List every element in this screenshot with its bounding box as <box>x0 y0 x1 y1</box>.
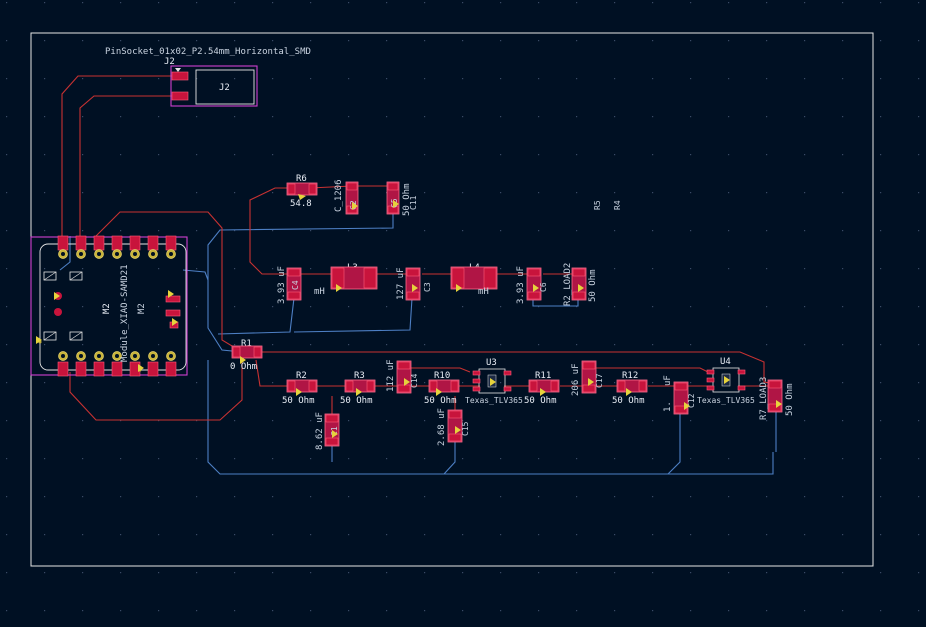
back-copper-traces[interactable] <box>59 213 777 475</box>
footprint-c-3-93-b[interactable]: 3.93 uF <box>516 266 542 304</box>
r12-reference: R12 <box>622 371 638 381</box>
r2-value: 50 Ohm <box>282 396 315 406</box>
c-8-62-value: 8.62 uF <box>315 412 325 450</box>
c-112-value: 112 uF <box>386 359 396 392</box>
c-1x-value: 1. <box>663 401 673 412</box>
footprint-c-1x[interactable]: 1. uF <box>663 375 689 415</box>
footprint-c-112[interactable]: 112 uF <box>386 359 412 394</box>
ref-label: C1 <box>330 426 339 436</box>
footprint-m2[interactable]: Module_XIAO-SAMD21 M2 M2 <box>30 235 188 377</box>
r2-reference: R2 <box>296 371 307 381</box>
footprint-l4[interactable]: L4 mH <box>450 263 498 297</box>
r12-value: 50 Ohm <box>612 396 645 406</box>
r6-value: 54.8 <box>290 199 312 209</box>
footprint-c-206[interactable]: 206 uF <box>571 360 597 396</box>
r1-reference: R1 <box>241 339 252 349</box>
j2-body-label: J2 <box>219 83 230 93</box>
ref-label: C3 <box>423 282 432 292</box>
ref-label: C4 <box>291 280 300 290</box>
r7-load3-reference: R7_LOAD3 <box>759 377 769 420</box>
footprint-r1[interactable]: R1 0 Ohm <box>230 339 263 372</box>
footprint-j2[interactable]: PinSocket_01x02_P2.54mm_Horizontal_SMD J… <box>105 47 311 107</box>
r1-value: 0 Ohm <box>230 362 257 372</box>
r3-reference: R3 <box>354 371 365 381</box>
r6-reference: R6 <box>296 174 307 184</box>
m2-reference-2: M2 <box>137 303 147 314</box>
u4-value: Texas_TLV365 <box>697 396 755 405</box>
ref-label: C17 <box>595 373 604 388</box>
anchor-markers <box>36 194 782 438</box>
r2-load2-reference: R2_LOAD2 <box>563 263 573 306</box>
r11-value: 50 Ohm <box>524 396 557 406</box>
j2-footprint-name: PinSocket_01x02_P2.54mm_Horizontal_SMD <box>105 47 311 57</box>
c-127-value: 127 uF <box>396 267 406 300</box>
c-3-93-a-value: 3.93 uF <box>277 266 287 304</box>
c1206-label: C_1206 <box>334 179 344 212</box>
r3-value: 50 Ohm <box>340 396 373 406</box>
footprint-c-127[interactable]: 127 uF <box>396 267 421 301</box>
r11-reference: R11 <box>535 371 551 381</box>
footprint-r3[interactable]: R3 50 Ohm <box>340 371 376 406</box>
footprint-r12[interactable]: R12 50 Ohm <box>612 371 648 406</box>
j2-reference: J2 <box>164 57 175 67</box>
c-3-93-b-value: 3.93 uF <box>516 266 526 304</box>
r10-value: 50 Ohm <box>424 396 457 406</box>
ref-label: C11 <box>409 195 418 210</box>
footprint-l3[interactable]: L3 mH <box>314 263 378 297</box>
footprint-c-3-93-a[interactable]: 3.93 uF <box>277 266 302 304</box>
front-copper-traces[interactable] <box>61 75 777 421</box>
m2-reference: M2 <box>102 303 112 314</box>
footprint-r10[interactable]: R10 50 Ohm <box>424 371 460 406</box>
ref-label: C14 <box>410 373 419 388</box>
c-206-value: 206 uF <box>571 363 581 396</box>
r-50ohm-top-value: 50 Ohm <box>402 183 412 216</box>
footprint-r2-load2[interactable]: R2_LOAD2 50 Ohm <box>563 263 598 306</box>
m2-module-name: Module_XIAO-SAMD21 <box>120 264 130 362</box>
ref-label: R5 <box>593 200 602 210</box>
c-1x-unit: uF <box>663 375 673 386</box>
ref-label: R4 <box>613 200 622 210</box>
l3-value: mH <box>314 287 325 297</box>
footprint-r11[interactable]: R11 50 Ohm <box>524 371 560 406</box>
r7-load3-value: 50 Ohm <box>785 383 795 416</box>
l4-value: mH <box>478 287 489 297</box>
ref-label: C15 <box>461 421 470 436</box>
r2-load2-value: 50 Ohm <box>588 269 598 302</box>
u3-value: Texas_TLV365 <box>465 396 523 405</box>
c-2-68-value: 2.68 uF <box>437 408 447 446</box>
footprint-r6[interactable]: R6 54.8 <box>286 174 318 209</box>
u3-reference: U3 <box>486 358 497 368</box>
ref-label: C12 <box>687 393 696 408</box>
ref-label: C6 <box>539 282 548 292</box>
r10-reference: R10 <box>434 371 450 381</box>
footprint-c-2-68[interactable]: 2.68 uF <box>437 408 463 446</box>
u4-reference: U4 <box>720 357 731 367</box>
